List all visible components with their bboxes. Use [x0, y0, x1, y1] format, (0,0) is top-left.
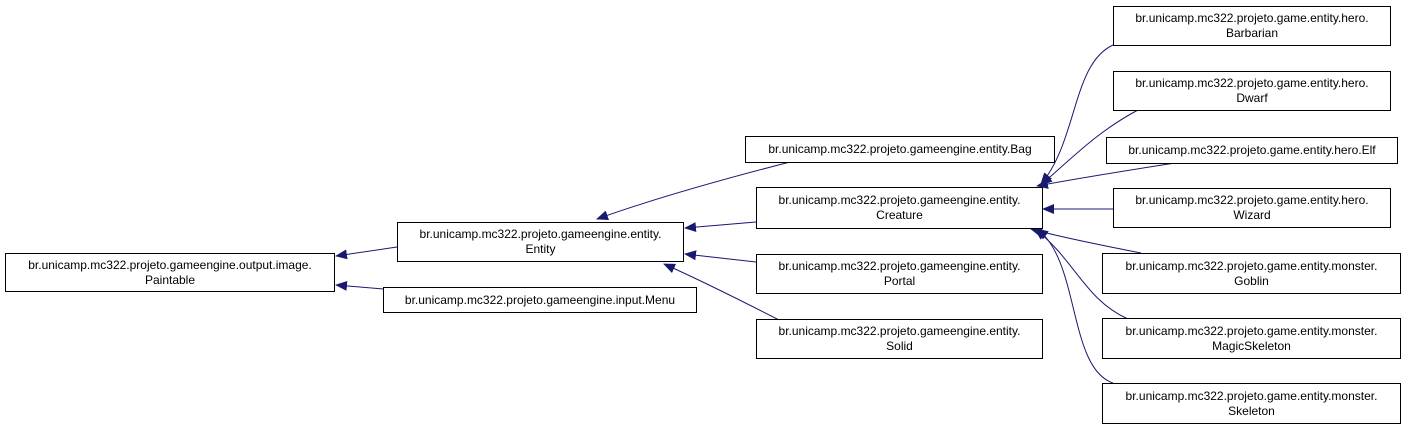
class-label: Dwarf — [1236, 91, 1268, 105]
class-skeleton[interactable]: br.unicamp.mc322.projeto.game.entity.mon… — [1102, 383, 1401, 424]
class-label: br.unicamp.mc322.projeto.gameengine.enti… — [778, 259, 1021, 273]
edge-goblin-to-creature — [1030, 227, 1142, 254]
class-label: Goblin — [1234, 273, 1269, 288]
class-label: Portal — [883, 274, 916, 288]
class-label: br.unicamp.mc322.projeto.gameengine.inpu… — [404, 292, 676, 307]
class-label: Barbarian — [1225, 26, 1279, 40]
class-label: br.unicamp.mc322.projeto.gameengine.enti… — [778, 324, 1021, 338]
class-goblin[interactable]: br.unicamp.mc322.projeto.game.entity.mon… — [1102, 253, 1401, 294]
class-label: br.unicamp.mc322.projeto.gameengine.enti… — [778, 193, 1021, 207]
edge-elf-to-creature — [1036, 162, 1176, 189]
class-paintable[interactable]: br.unicamp.mc322.projeto.gameengine.outp… — [5, 253, 335, 292]
class-portal[interactable]: br.unicamp.mc322.projeto.gameengine.enti… — [756, 254, 1043, 294]
class-label: Creature — [876, 208, 923, 222]
class-label: br.unicamp.mc322.projeto.game.entity.her… — [1128, 143, 1376, 157]
class-menu[interactable]: br.unicamp.mc322.projeto.gameengine.inpu… — [383, 287, 697, 313]
class-barbarian[interactable]: br.unicamp.mc322.projeto.game.entity.her… — [1113, 6, 1391, 46]
class-entity[interactable]: br.unicamp.mc322.projeto.gameengine.enti… — [397, 222, 684, 262]
class-solid[interactable]: br.unicamp.mc322.projeto.gameengine.enti… — [756, 319, 1043, 359]
edge-skeleton-to-creature — [1036, 228, 1114, 384]
class-dwarf[interactable]: br.unicamp.mc322.projeto.game.entity.her… — [1113, 71, 1391, 111]
edge-menu-to-paintable — [335, 280, 384, 291]
edge-dwarf-to-creature — [1040, 109, 1139, 186]
class-creature[interactable]: br.unicamp.mc322.projeto.gameengine.enti… — [756, 187, 1043, 229]
class-label: Wizard — [1233, 208, 1271, 222]
class-label: br.unicamp.mc322.projeto.game.entity.mon… — [1125, 388, 1378, 403]
class-label: Entity — [525, 242, 556, 256]
class-label: br.unicamp.mc322.projeto.game.entity.her… — [1135, 76, 1369, 90]
class-label: br.unicamp.mc322.projeto.game.entity.mon… — [1125, 323, 1378, 338]
edge-barbarian-to-creature — [1040, 44, 1114, 185]
class-bag[interactable]: br.unicamp.mc322.projeto.gameengine.enti… — [745, 136, 1055, 163]
edge-portal-to-entity — [684, 250, 757, 263]
edge-bag-to-entity — [596, 161, 791, 220]
class-label: br.unicamp.mc322.projeto.gameengine.enti… — [768, 142, 1032, 156]
class-label: br.unicamp.mc322.projeto.game.entity.her… — [1135, 11, 1369, 25]
class-label: br.unicamp.mc322.projeto.gameengine.outp… — [28, 257, 312, 272]
class-label: Paintable — [144, 272, 196, 287]
edge-solid-to-entity — [663, 263, 782, 322]
class-label: br.unicamp.mc322.projeto.game.entity.her… — [1135, 193, 1369, 207]
edge-creature-to-entity — [684, 221, 757, 233]
class-label: Skeleton — [1228, 403, 1275, 418]
class-label: br.unicamp.mc322.projeto.gameengine.enti… — [419, 227, 662, 241]
edge-entity-to-paintable — [335, 246, 398, 260]
class-label: MagicSkeleton — [1212, 338, 1291, 353]
class-label: Solid — [886, 339, 913, 353]
class-label: br.unicamp.mc322.projeto.game.entity.mon… — [1125, 258, 1378, 273]
class-magicskeleton[interactable]: br.unicamp.mc322.projeto.game.entity.mon… — [1102, 318, 1401, 359]
class-elf[interactable]: br.unicamp.mc322.projeto.game.entity.her… — [1106, 137, 1398, 164]
class-wizard[interactable]: br.unicamp.mc322.projeto.game.entity.her… — [1113, 188, 1391, 228]
